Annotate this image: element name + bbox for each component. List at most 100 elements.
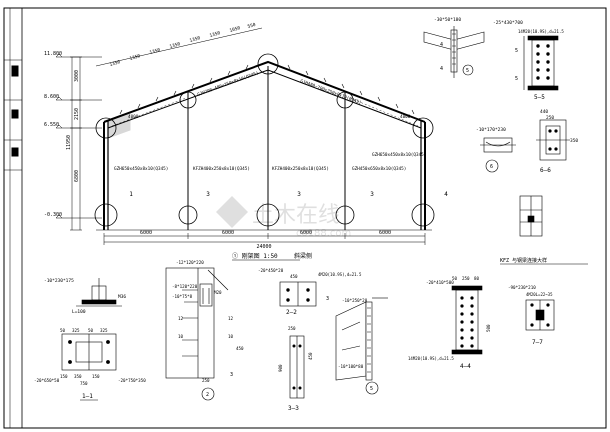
d1-anchor: M36 bbox=[118, 294, 126, 300]
column-left-label: GZH650x450x8x10(Q345) bbox=[114, 166, 168, 172]
dim-6800: 6800 bbox=[74, 170, 80, 182]
s44-vert: 500 bbox=[486, 324, 491, 332]
kfz-title: KFZ 与钢梁连接大样 bbox=[500, 257, 547, 264]
dim-3000: 3000 bbox=[74, 70, 80, 82]
span-dim-0: 6000 bbox=[140, 230, 152, 236]
s55-bolt: 14M20(10.9S),d=21.5 bbox=[518, 29, 564, 34]
s11-dim-2: 50 bbox=[88, 328, 94, 333]
rafter-dimension-line bbox=[95, 27, 263, 67]
s33-dim: 250 bbox=[288, 326, 296, 331]
d2-bolt: M20 bbox=[214, 290, 222, 295]
d2-plate2: -8*120*220 bbox=[172, 284, 198, 289]
section-4-4 bbox=[451, 285, 483, 355]
rafter-dim-7: 550 bbox=[247, 22, 257, 30]
rafter-dimension-text: 1350 1350 1350 1350 1350 1350 1050 550 bbox=[109, 22, 257, 68]
d1-base-plate: -20*650*50 bbox=[34, 378, 60, 383]
d7-bolt: 4M20L=22~35 bbox=[526, 292, 553, 297]
detail-6 bbox=[480, 137, 516, 153]
d1-base-plate2: -20*750*350 bbox=[118, 378, 146, 383]
d2-dim-1: 12 bbox=[228, 316, 234, 321]
frame-callout-circles bbox=[94, 53, 435, 227]
section-6-6-title: 6—6 bbox=[540, 167, 551, 174]
frame-note: 斜梁侧 bbox=[294, 252, 312, 260]
rafter-dim-2: 1350 bbox=[149, 47, 161, 56]
s66-vert: 350 bbox=[570, 138, 578, 144]
callout-circle-5b bbox=[365, 381, 379, 395]
frame-title: ① 刚架图 1:50 斜梁侧 bbox=[232, 252, 312, 261]
callout-1: 1 bbox=[129, 191, 133, 198]
section-6-6 bbox=[536, 119, 570, 161]
vertical-dim-text: 3000 2150 11950 6800 bbox=[66, 70, 80, 182]
callout-5b-label: 5 bbox=[370, 386, 373, 392]
cut-mark-4b: 4 bbox=[440, 42, 443, 48]
rafter-dim-3: 1350 bbox=[169, 41, 181, 50]
s66-dim-0: 440 bbox=[540, 109, 548, 115]
section-5-5 bbox=[523, 35, 559, 91]
d2-dim-3: 10 bbox=[228, 334, 234, 339]
s22-dim-0: 450 bbox=[290, 274, 298, 279]
d1-bolt: L=100 bbox=[72, 309, 86, 315]
section-1-1-title: 1—1 bbox=[82, 393, 93, 400]
s33-vert-1: 450 bbox=[308, 352, 313, 360]
span-dimension-lines bbox=[103, 233, 426, 245]
column-right-label: GZH450x650x8x10(Q345) bbox=[352, 166, 406, 172]
d7-plate: -90*230*210 bbox=[508, 285, 536, 290]
d2-plate3: -10*75*8 bbox=[172, 294, 193, 299]
span-dimension-text: 6000 6000 6000 6000 24000 bbox=[140, 230, 391, 250]
d2-dim-5: 250 bbox=[202, 378, 210, 383]
section-3-3 bbox=[289, 335, 305, 399]
elevation-mid: 6.550 bbox=[44, 122, 59, 128]
s11-dim-3: 325 bbox=[100, 328, 108, 333]
elevation-eave: 8.600 bbox=[44, 94, 59, 100]
portal-frame bbox=[96, 60, 432, 231]
detail-5-haunch bbox=[335, 297, 388, 381]
callout-4: 4 bbox=[444, 191, 448, 198]
section-1-1 bbox=[61, 333, 117, 371]
s22-bolt: 4M20(10.9S),d=21.5 bbox=[318, 272, 362, 277]
cut-mark-3a: 3 bbox=[326, 296, 329, 302]
detail-1-base bbox=[76, 278, 122, 307]
section-4-4-title: 4—4 bbox=[460, 363, 471, 370]
d2-dim-4: 450 bbox=[236, 346, 244, 351]
s11-dim-b2: 150 bbox=[92, 374, 100, 379]
callout-5-label: 5 bbox=[466, 68, 469, 74]
callout-3c: 3 bbox=[370, 191, 374, 198]
total-span: 24000 bbox=[256, 244, 271, 250]
dim-2150: 2150 bbox=[74, 108, 80, 120]
callout-3b: 3 bbox=[297, 191, 301, 198]
detail-apex-connection bbox=[423, 26, 485, 78]
watermark-logo: 土木在线 co188.com bbox=[216, 196, 351, 239]
s11-dim-0: 50 bbox=[60, 328, 66, 333]
elevation-labels: 11.800 8.600 6.550 -0.300 bbox=[44, 51, 62, 218]
section-2-2-title: 2—2 bbox=[286, 309, 297, 316]
s11-dim-b0: 150 bbox=[60, 374, 68, 379]
cut-mark-5b: 5 bbox=[515, 76, 518, 82]
watermark-url: co188.com bbox=[296, 228, 351, 239]
cut-mark-3b: 3 bbox=[230, 372, 233, 378]
elevation-top: 11.800 bbox=[44, 51, 62, 57]
cut-mark-5a: 5 bbox=[515, 48, 518, 54]
d6-plate: -10*170*230 bbox=[476, 127, 506, 133]
d2-dim-0: 12 bbox=[178, 316, 184, 321]
callout-2-label: 2 bbox=[206, 392, 209, 398]
detail5-top-plate: -30*50*180 bbox=[434, 17, 461, 23]
section-cut-marks: 4 4 5 5 3 3 bbox=[230, 42, 518, 378]
haunch-dim-right: 4000 bbox=[400, 114, 411, 120]
d2-plate1: -12*120*220 bbox=[176, 260, 204, 265]
member-labels: GJH700~480x250x8x10(Q345) GJH480~700x250… bbox=[114, 70, 426, 172]
cut-mark-4a: 4 bbox=[440, 66, 443, 72]
callout-circle-2 bbox=[201, 387, 215, 401]
rafter-dim-0: 1350 bbox=[109, 59, 121, 68]
span-dim-1: 6000 bbox=[222, 230, 234, 236]
rafter-dim-4: 1350 bbox=[189, 35, 201, 44]
s44-bolt: 14M20(10.9S),d=21.5 bbox=[408, 356, 454, 361]
watermark-brand: 土木在线 bbox=[252, 203, 340, 228]
callout-3: 3 bbox=[206, 191, 210, 198]
d1-plate: -10*230*175 bbox=[44, 278, 74, 284]
s11-dim-b1: 350 bbox=[74, 374, 82, 379]
s33-vert-0: 900 bbox=[278, 364, 283, 372]
section-3-3-title: 3—3 bbox=[288, 405, 299, 412]
section-1-1-dims: 50 325 50 325 150 350 150 750 -20*650*50… bbox=[34, 328, 146, 386]
rafter-dim-5: 1350 bbox=[209, 30, 221, 39]
column-mid2-label: KFZH400x250x8x10(Q345) bbox=[272, 166, 329, 172]
